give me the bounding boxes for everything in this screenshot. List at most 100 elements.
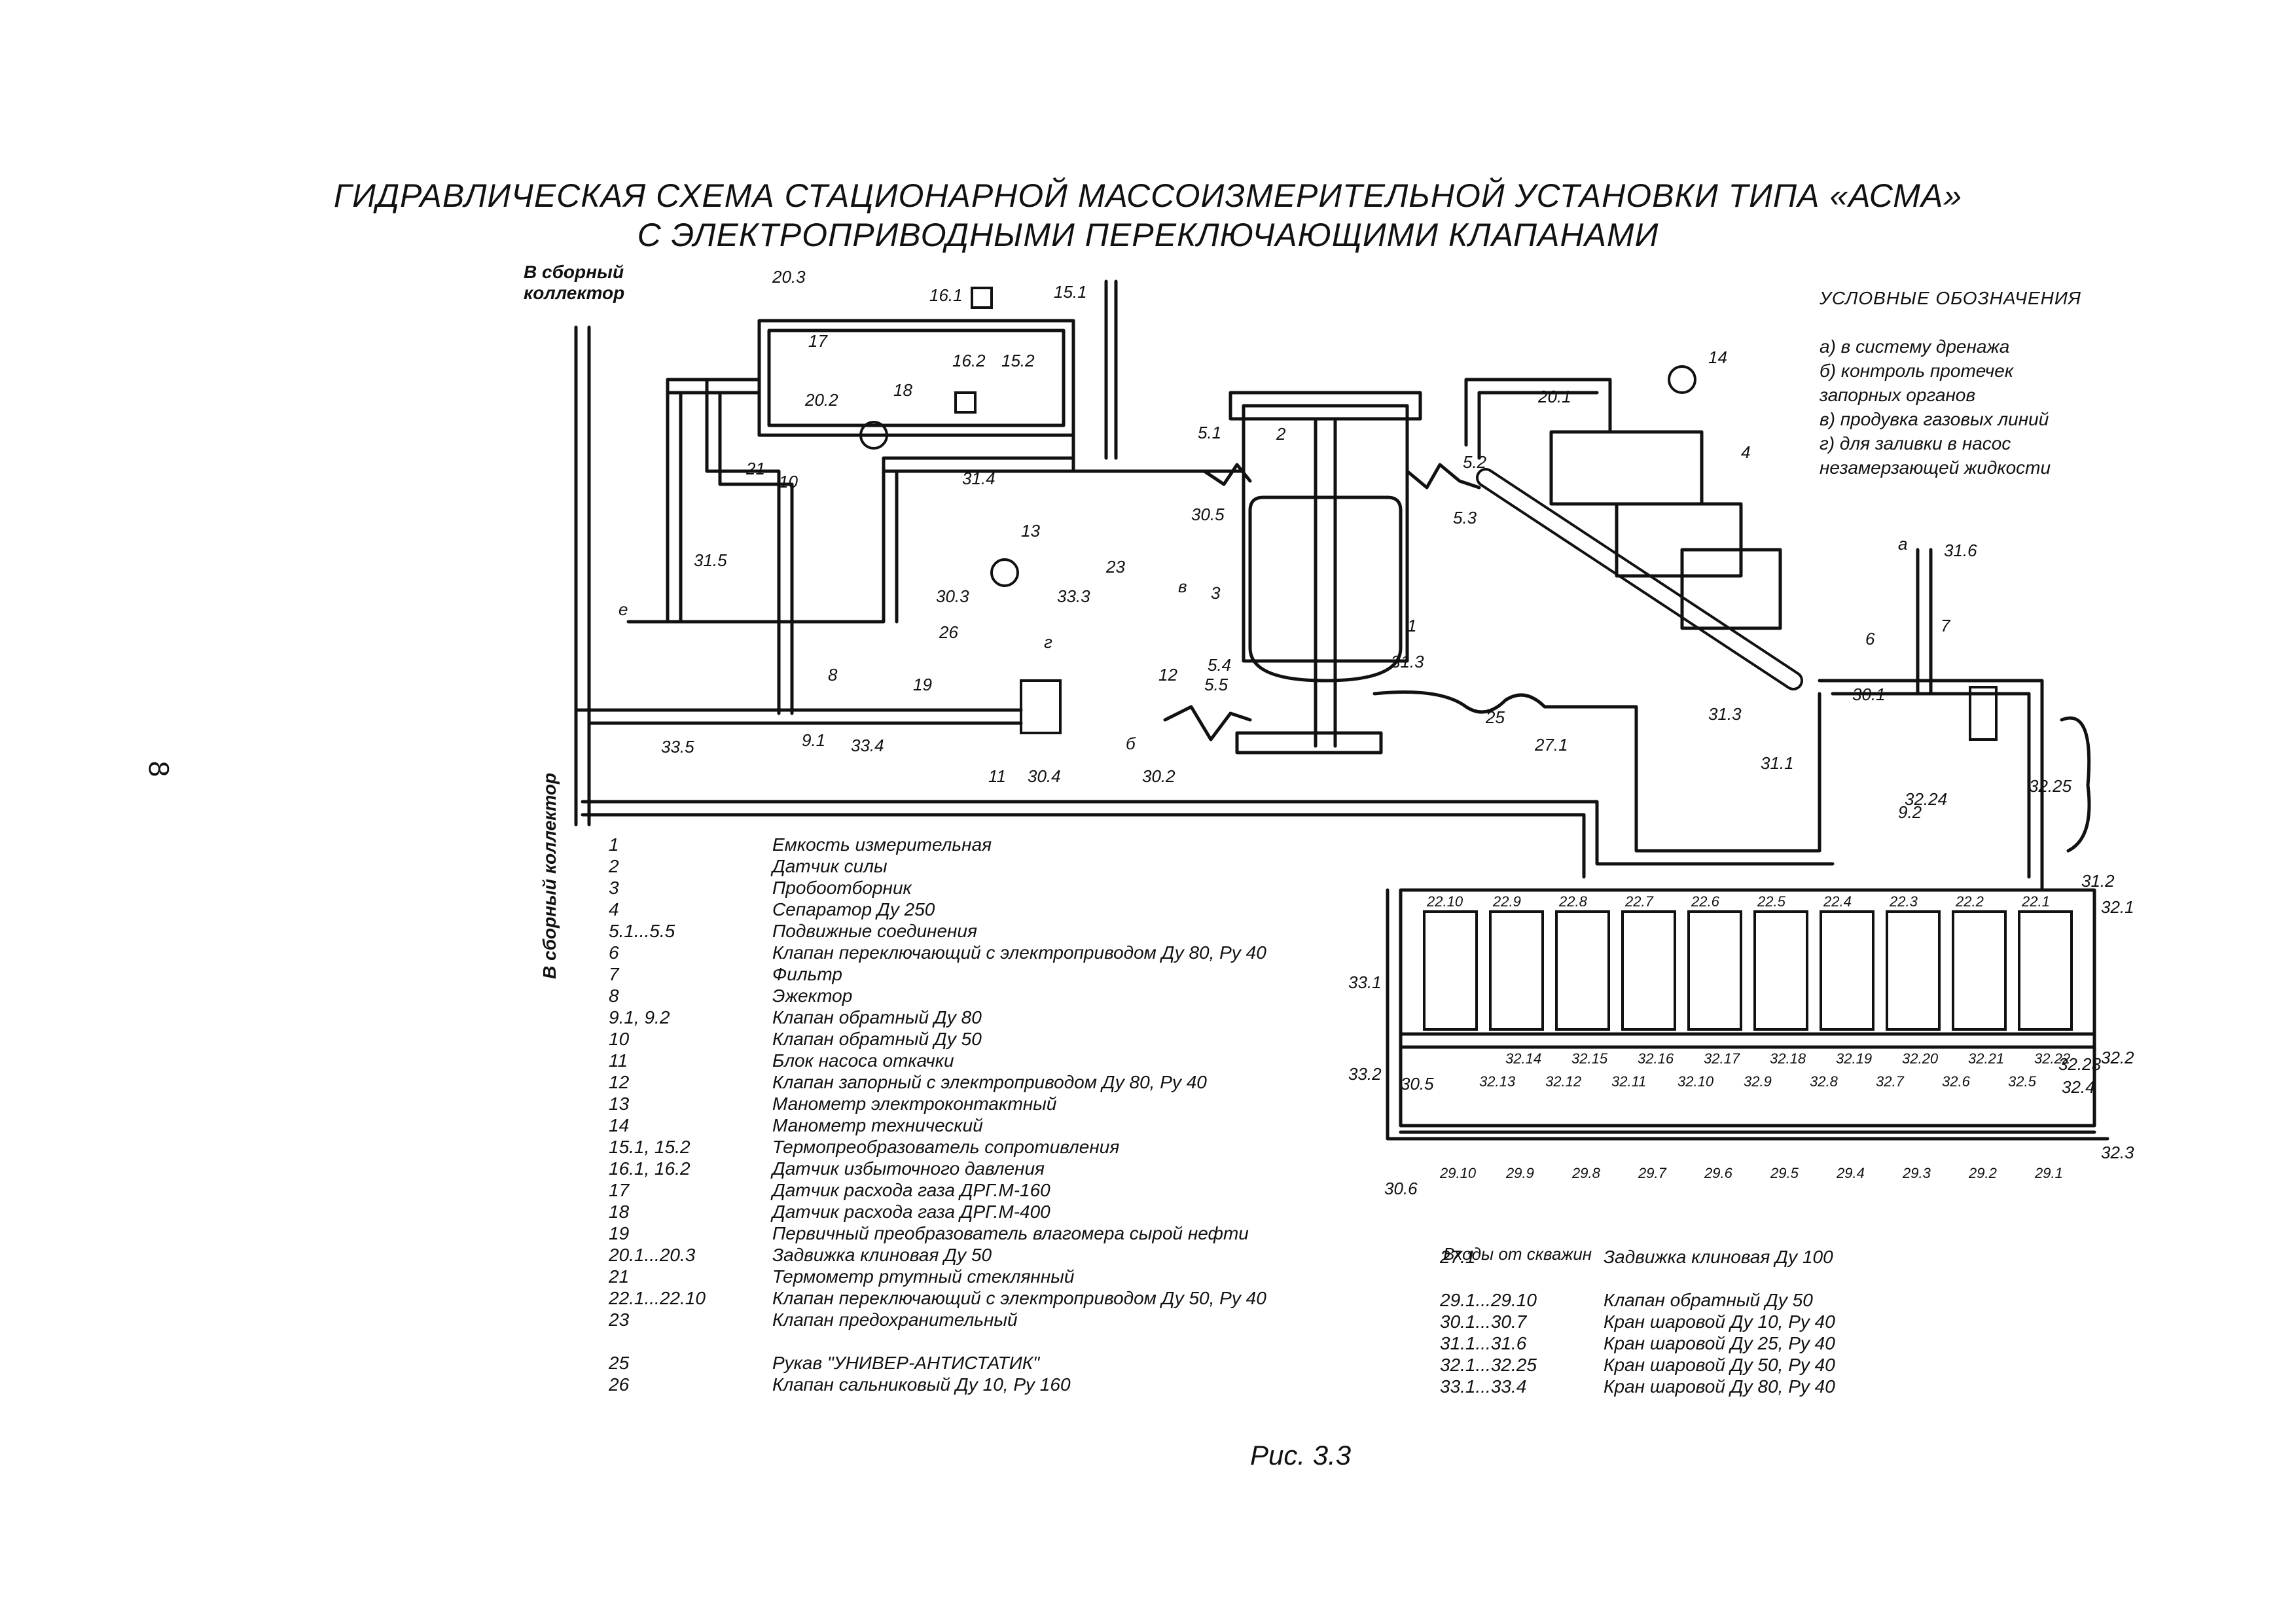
component-number: 14 bbox=[609, 1115, 630, 1135]
component-description: Задвижка клиновая Ду 100 bbox=[1604, 1247, 1833, 1267]
diagram-label: 25 bbox=[1485, 707, 1505, 727]
diagram-label: 5.1 bbox=[1198, 423, 1221, 442]
diagram-label: 4 bbox=[1741, 442, 1750, 462]
valve-label: 29.8 bbox=[1571, 1165, 1601, 1181]
component-number: 10 bbox=[609, 1029, 630, 1049]
symbol-item: б) контроль протечек bbox=[1820, 361, 2014, 381]
component-description: Клапан обратный Ду 50 bbox=[772, 1029, 982, 1049]
diagram-label: 20.1 bbox=[1537, 387, 1571, 406]
diagram-label: 15.2 bbox=[1001, 351, 1035, 370]
diagram-label: 30.2 bbox=[1142, 766, 1175, 786]
component-description: Манометр технический bbox=[772, 1115, 983, 1135]
component-number: 22.1...22.10 bbox=[609, 1288, 706, 1308]
valve-label: 22.1 bbox=[2021, 893, 2050, 910]
pressure-sensor-16-1-icon bbox=[971, 287, 993, 309]
diagram-label: 33.4 bbox=[851, 736, 884, 755]
component-description: Датчик избыточного давления bbox=[772, 1158, 1045, 1179]
valve-label: 29.5 bbox=[1770, 1165, 1799, 1181]
valve-label: 29.3 bbox=[1902, 1165, 1931, 1181]
component-number: 31.1...31.6 bbox=[1440, 1333, 1527, 1353]
symbol-item: г) для заливки в насос bbox=[1820, 433, 2011, 454]
diagram-label: 32.3 bbox=[2101, 1143, 2134, 1162]
diagram-label: 18 bbox=[893, 380, 912, 400]
diagram-label: 1 bbox=[1407, 616, 1416, 635]
valve-label: 32.7 bbox=[1876, 1073, 1905, 1090]
component-number: 2 bbox=[609, 856, 619, 876]
diagram-label: 32.4 bbox=[2062, 1077, 2095, 1097]
collector-pipe bbox=[574, 325, 591, 827]
diagram-label: г bbox=[1044, 632, 1052, 652]
switching-valve-cell bbox=[2018, 910, 2073, 1031]
symbol-item: незамерзающей жидкости bbox=[1820, 457, 2051, 478]
title-line-2: С ЭЛЕКТРОПРИВОДНЫМИ ПЕРЕКЛЮЧАЮЩИМИ КЛАПА… bbox=[637, 217, 1659, 253]
diagram-label: 15.1 bbox=[1054, 282, 1087, 302]
diagram-label: 9.1 bbox=[802, 730, 825, 750]
diagram-label: 30.5 bbox=[1191, 505, 1225, 524]
valve-label: 29.7 bbox=[1638, 1165, 1667, 1181]
diagram-label: 14 bbox=[1708, 348, 1727, 367]
diagram-label: 31.5 bbox=[694, 550, 727, 570]
moving-connection-5-2 bbox=[1405, 463, 1481, 490]
component-number: 19 bbox=[609, 1223, 630, 1243]
symbol-item: а) в систему дренажа bbox=[1820, 336, 2010, 357]
diagram-label: 30.3 bbox=[936, 586, 969, 606]
diagram-label: 23 bbox=[1105, 557, 1125, 577]
component-description: Сепаратор Ду 250 bbox=[772, 899, 935, 919]
valve-label: 32.6 bbox=[1942, 1073, 1971, 1090]
component-number: 13 bbox=[609, 1094, 630, 1114]
component-description: Фильтр bbox=[772, 964, 842, 984]
hose-25 bbox=[1372, 690, 1821, 853]
measuring-tank bbox=[1248, 495, 1403, 683]
pump-block-11-icon bbox=[1020, 679, 1062, 734]
diagram-label: 12 bbox=[1158, 665, 1177, 685]
component-description: Рукав "УНИВЕР-АНТИСТАТИК" bbox=[772, 1353, 1040, 1373]
diagram-label: 2 bbox=[1276, 424, 1286, 444]
valve-label: 29.6 bbox=[1704, 1165, 1733, 1181]
diagram-label: 16.1 bbox=[929, 285, 963, 305]
valve-label: 22.3 bbox=[1889, 893, 1918, 910]
diagram-label: 27.1 bbox=[1534, 735, 1568, 755]
component-number: 20.1...20.3 bbox=[609, 1245, 696, 1265]
valve-label: 32.21 bbox=[1968, 1050, 2004, 1067]
component-description: Кран шаровой Ду 25, Ру 40 bbox=[1604, 1333, 1835, 1353]
symbol-item: в) продувка газовых линий bbox=[1820, 409, 2049, 429]
symbols-legend-title: УСЛОВНЫЕ ОБОЗНАЧЕНИЯ bbox=[1820, 288, 2081, 308]
diagram-label: 19 bbox=[913, 675, 932, 694]
diagram-label: 30.5 bbox=[1401, 1074, 1434, 1094]
well-manifold bbox=[1399, 888, 2096, 1128]
filter-7-icon bbox=[1969, 686, 1998, 741]
component-description: Кран шаровой Ду 80, Ру 40 bbox=[1604, 1376, 1835, 1397]
switching-valve-cell bbox=[1753, 910, 1808, 1031]
valve-label: 29.4 bbox=[1836, 1165, 1865, 1181]
valve-label: 22.4 bbox=[1823, 893, 1852, 910]
diagram-label: 31.3 bbox=[1391, 652, 1424, 671]
component-number: 25 bbox=[609, 1353, 630, 1373]
component-number: 23 bbox=[609, 1310, 630, 1330]
component-number: 21 bbox=[609, 1266, 630, 1287]
pressure-sensor-16-2-icon bbox=[954, 391, 977, 414]
diagram-label: 26 bbox=[939, 622, 958, 642]
diagram-label: 33.1 bbox=[1348, 972, 1382, 992]
switching-valve-cell bbox=[1423, 910, 1478, 1031]
gas-to-tank bbox=[1071, 365, 1246, 473]
valve-label: 22.8 bbox=[1558, 893, 1588, 910]
component-description: Клапан обратный Ду 50 bbox=[1604, 1290, 1813, 1310]
component-number: 9.1, 9.2 bbox=[609, 1007, 670, 1027]
diagram-label: е bbox=[619, 599, 628, 619]
symbols-legend: УСЛОВНЫЕ ОБОЗНАЧЕНИЯ а) в систему дренаж… bbox=[1820, 288, 2186, 484]
valve-label: 32.18 bbox=[1770, 1050, 1806, 1067]
valve-label: 29.10 bbox=[1439, 1165, 1477, 1181]
valve-label: 32.5 bbox=[2008, 1073, 2037, 1090]
valve-label: 32.14 bbox=[1505, 1050, 1541, 1067]
component-description: Кран шаровой Ду 10, Ру 40 bbox=[1604, 1311, 1835, 1332]
component-number: 32.1...32.25 bbox=[1440, 1355, 1537, 1375]
separator-box-1 bbox=[1549, 430, 1704, 506]
component-number: 29.1...29.10 bbox=[1440, 1290, 1537, 1310]
diagram-label: 20.3 bbox=[772, 267, 806, 287]
diagram-label: 6 bbox=[1865, 629, 1875, 649]
measuring-tank-frame bbox=[1242, 404, 1409, 663]
valve-label: 32.15 bbox=[1571, 1050, 1608, 1067]
component-description: Датчик силы bbox=[772, 856, 888, 876]
component-description: Клапан обратный Ду 80 bbox=[772, 1007, 982, 1027]
